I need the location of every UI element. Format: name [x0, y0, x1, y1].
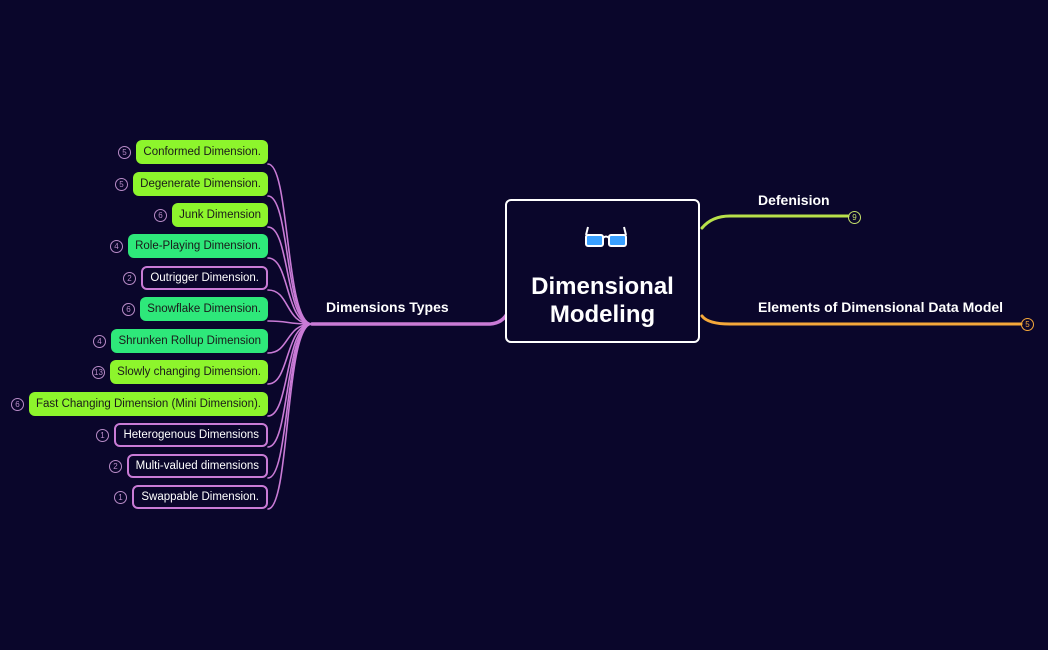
dimension-type-count-badge[interactable]: 6	[11, 398, 24, 411]
3d-glasses-icon	[585, 226, 627, 247]
dimension-type-label: Slowly changing Dimension.	[117, 366, 261, 378]
dimension-type-label: Outrigger Dimension.	[150, 272, 259, 284]
dimension-type-node[interactable]: Degenerate Dimension.	[133, 172, 268, 196]
dimension-type-label: Multi-valued dimensions	[135, 460, 259, 472]
dimension-type-count-badge[interactable]: 6	[122, 303, 135, 316]
dimension-type-count-badge[interactable]: 2	[123, 272, 136, 285]
dimension-type-count-badge[interactable]: 1	[96, 429, 109, 442]
branch-dimensions-types[interactable]: Dimensions Types	[326, 299, 449, 315]
defenision-count-badge[interactable]: 9	[848, 211, 861, 224]
root-title-line1: Dimensional	[531, 273, 674, 300]
leaf-connector	[267, 163, 313, 325]
leaf-connector	[267, 289, 313, 325]
dimension-type-label: Role-Playing Dimension.	[135, 240, 261, 252]
dimension-type-count-badge[interactable]: 13	[92, 366, 105, 379]
dimension-type-label: Swappable Dimension.	[141, 491, 259, 503]
dimension-type-label: Junk Dimension	[179, 209, 261, 221]
branch-elements[interactable]: Elements of Dimensional Data Model	[758, 299, 1004, 315]
branch-connector-elements	[700, 314, 1023, 326]
dimension-type-label: Fast Changing Dimension (Mini Dimension)…	[36, 398, 261, 410]
dimension-type-count-badge[interactable]: 5	[115, 178, 128, 191]
dimension-type-count-badge[interactable]: 1	[114, 491, 127, 504]
dimension-type-count-badge[interactable]: 5	[118, 146, 131, 159]
dimension-type-node[interactable]: Shrunken Rollup Dimension	[111, 329, 268, 353]
dimension-type-node[interactable]: Outrigger Dimension.	[141, 266, 268, 290]
root-title: Dimensional Modeling	[507, 273, 698, 329]
branch-defenision[interactable]: Defenision	[758, 192, 830, 208]
branch-connector-defenision	[700, 214, 850, 230]
dimension-type-count-badge[interactable]: 6	[154, 209, 167, 222]
dimension-type-label: Snowflake Dimension.	[147, 303, 261, 315]
root-topic-node[interactable]: Dimensional Modeling	[505, 199, 700, 343]
dimension-type-node[interactable]: Role-Playing Dimension.	[128, 234, 268, 258]
dimension-type-node[interactable]: Heterogenous Dimensions	[114, 423, 268, 447]
dimension-type-count-badge[interactable]: 4	[110, 240, 123, 253]
dimension-type-node[interactable]: Swappable Dimension.	[132, 485, 268, 509]
dimension-type-label: Heterogenous Dimensions	[123, 429, 259, 441]
dimension-type-count-badge[interactable]: 4	[93, 335, 106, 348]
leaf-connector	[267, 226, 313, 325]
leaf-connector	[267, 257, 313, 325]
dimension-type-label: Conformed Dimension.	[143, 146, 261, 158]
dimension-type-node[interactable]: Snowflake Dimension.	[140, 297, 268, 321]
dimension-type-node[interactable]: Fast Changing Dimension (Mini Dimension)…	[29, 392, 268, 416]
dimension-type-label: Shrunken Rollup Dimension	[118, 335, 261, 347]
dimension-type-node[interactable]: Multi-valued dimensions	[126, 454, 268, 478]
dimension-type-node[interactable]: Conformed Dimension.	[136, 140, 268, 164]
dimension-type-node[interactable]: Junk Dimension	[172, 203, 268, 227]
dimension-type-node[interactable]: Slowly changing Dimension.	[110, 360, 268, 384]
leaf-connector	[267, 195, 313, 325]
dimension-type-count-badge[interactable]: 2	[109, 460, 122, 473]
dimension-type-label: Degenerate Dimension.	[140, 178, 261, 190]
leaf-connector	[267, 323, 313, 510]
root-title-line2: Modeling	[549, 301, 656, 328]
elements-count-badge[interactable]: 5	[1021, 318, 1034, 331]
